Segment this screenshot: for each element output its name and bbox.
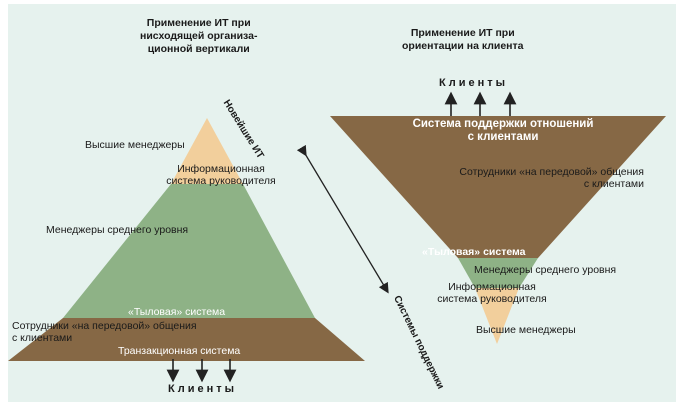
left-middle-managers-label: Менеджеры среднего уровня (46, 224, 189, 236)
left-top-managers-label: Высшие менеджеры (85, 139, 185, 151)
right-crm-label: Система поддержки отношений с клиентами (412, 118, 594, 143)
diagram-shapes (8, 91, 666, 383)
left-clients-arrows (166, 359, 237, 383)
right-clients-label: Клиенты (439, 77, 509, 89)
right-back-office-label: «Тыловая» система (422, 246, 526, 258)
right-title: Применение ИТ при ориентации на клиента (402, 27, 524, 52)
left-pyramid-tan-top (171, 118, 243, 184)
left-exec-system-label: Информационная система руководителя (166, 163, 276, 187)
left-back-office-label: «Тыловая» система (128, 306, 226, 318)
diagram-canvas: Применение ИТ при нисходящей организа- ц… (8, 4, 676, 402)
left-title: Применение ИТ при нисходящей организа- ц… (140, 17, 258, 55)
left-pyramid-green-body (63, 184, 315, 318)
right-pyramid-green-middle (458, 258, 538, 288)
left-transaction-system-label: Транзакционная система (118, 345, 241, 357)
left-clients-label: Клиенты (168, 383, 238, 395)
right-front-line-label: Сотрудники «на передовой» общения с клие… (459, 166, 644, 190)
right-pyramid-brown-top (330, 116, 666, 258)
right-exec-system-label: Информационная система руководителя (437, 281, 547, 305)
right-clients-arrows (444, 91, 517, 116)
left-front-line-label: Сотрудники «на передовой» общения с клие… (12, 320, 197, 344)
right-top-managers-label: Высшие менеджеры (476, 324, 576, 336)
left-pyramid-brown-base (8, 318, 365, 361)
right-middle-managers-label: Менеджеры среднего уровня (474, 264, 617, 276)
diagonal-double-arrow (296, 144, 389, 294)
right-pyramid-tan-bottom (475, 288, 519, 344)
